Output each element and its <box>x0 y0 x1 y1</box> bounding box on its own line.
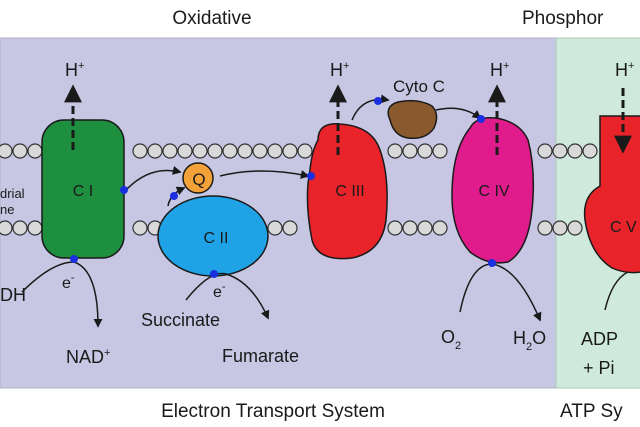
membrane-bead <box>177 143 193 159</box>
complex-2-label: C II <box>204 230 229 247</box>
complex-5-label: C V <box>610 219 637 236</box>
membrane-bead <box>252 143 268 159</box>
membrane-bead <box>402 143 418 159</box>
header-oxidative: Oxidative <box>172 8 251 29</box>
complex-3-label: C III <box>335 183 364 200</box>
membrane-bead <box>207 143 223 159</box>
membrane-bead <box>417 220 433 236</box>
electron-arrow-c3-to-cytoc <box>351 94 390 121</box>
complex-1-label: C I <box>73 183 93 200</box>
membrane-label-line1: drial <box>0 186 25 201</box>
fumarate-label: Fumarate <box>222 346 299 366</box>
binding-dot-c2-bottom <box>210 270 218 278</box>
header-phosphorylation: Phosphor <box>522 8 604 29</box>
membrane-bead <box>567 220 583 236</box>
binding-dot-c1-out <box>120 186 128 194</box>
binding-dot-c2-top <box>170 192 178 200</box>
membrane-bead <box>417 143 433 159</box>
complex-4-label: C IV <box>478 183 509 200</box>
pi-label: + Pi <box>583 358 615 378</box>
membrane-bead <box>387 220 403 236</box>
oxygen-label: O2 <box>441 327 461 352</box>
binding-dot-c1-bottom <box>70 255 78 263</box>
succinate-to-fumarate-arrow <box>185 272 270 320</box>
membrane-bead <box>552 220 568 236</box>
membrane-bead <box>552 143 568 159</box>
proton-complex-1: H+ <box>65 60 84 80</box>
membrane-bead <box>402 220 418 236</box>
proton-complex-5: H+ <box>615 60 634 80</box>
membrane-bead <box>147 143 163 159</box>
footer-atp-synthase: ATP Sy <box>560 401 623 422</box>
membrane-bead <box>237 143 253 159</box>
ubiquinone-q-label: Q <box>192 170 205 189</box>
membrane-bead <box>192 143 208 159</box>
membrane-bead <box>567 143 583 159</box>
cytochrome-c <box>387 99 438 140</box>
membrane-bead <box>12 143 28 159</box>
membrane-bead <box>432 143 448 159</box>
electron-arrow-cytoc-to-c4 <box>435 107 482 120</box>
membrane-bead <box>282 143 298 159</box>
membrane-bead <box>132 220 148 236</box>
proton-complex-3: H+ <box>330 60 349 80</box>
nadh-label: DH <box>0 285 26 305</box>
membrane-bead <box>582 143 598 159</box>
ubiquinone-q <box>182 162 214 194</box>
electron-label-c2: e- <box>213 281 226 301</box>
membrane-bead <box>267 143 283 159</box>
membrane-bead <box>222 143 238 159</box>
binding-dot-c3-left <box>307 172 315 180</box>
membrane-bead <box>537 143 553 159</box>
binding-dot-c4-bottom <box>488 259 496 267</box>
binding-dot-c3-top <box>374 97 382 105</box>
membrane-bead <box>132 143 148 159</box>
binding-dot-c4-top <box>477 115 485 123</box>
membrane-bead <box>27 220 43 236</box>
adp-label: ADP <box>581 329 618 349</box>
water-label: H2O <box>513 328 546 353</box>
membrane-bead <box>12 220 28 236</box>
proton-complex-4: H+ <box>490 60 509 80</box>
electron-label-c1: e- <box>62 272 75 292</box>
cytochrome-c-label: Cyto C <box>393 77 445 96</box>
membrane-label-line2: ne <box>0 202 14 217</box>
membrane-lower-layer <box>0 220 583 236</box>
adp-to-atp-arrow <box>604 271 629 311</box>
succinate-label: Succinate <box>141 310 220 330</box>
membrane-bead <box>27 143 43 159</box>
footer-electron-transport-system: Electron Transport System <box>161 401 385 422</box>
membrane-bead <box>387 143 403 159</box>
nad-plus-label: NAD+ <box>66 347 110 367</box>
membrane-bead <box>432 220 448 236</box>
complex-5 <box>583 115 640 274</box>
membrane-bead <box>267 220 283 236</box>
membrane-bead <box>0 143 13 159</box>
complex-4 <box>451 116 535 264</box>
membrane-bead <box>162 143 178 159</box>
electron-arrow-c1-to-q <box>125 165 182 191</box>
membrane-upper-layer <box>0 143 598 159</box>
membrane-bead <box>0 220 13 236</box>
membrane-bead <box>537 220 553 236</box>
membrane-bead <box>297 143 313 159</box>
membrane-bead <box>282 220 298 236</box>
electron-arrow-q-to-c3 <box>219 170 310 179</box>
